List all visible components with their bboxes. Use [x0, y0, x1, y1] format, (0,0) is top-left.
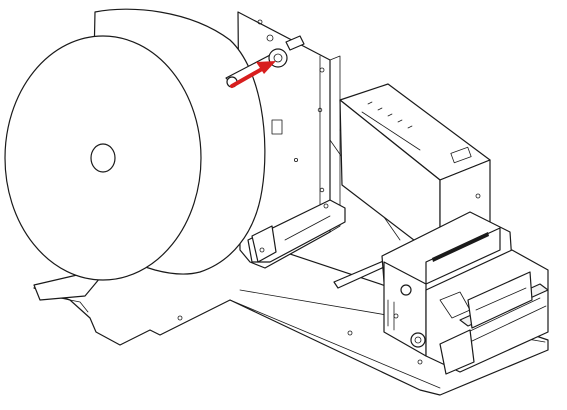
paper-exit-chute	[467, 271, 533, 329]
frame-bracket	[247, 199, 346, 263]
roll-holder-frame	[237, 11, 341, 269]
paper-roll	[4, 8, 266, 281]
insert-arrow	[230, 61, 276, 88]
